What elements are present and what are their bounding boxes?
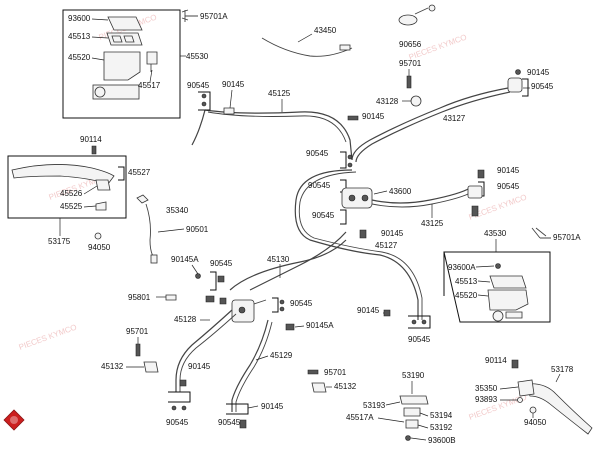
part-label-93600B: 93600B (428, 436, 456, 445)
part-label-95701: 95701 (399, 59, 422, 68)
part-label-45128: 45128 (174, 315, 197, 324)
part-label-53192: 53192 (430, 423, 453, 432)
part-label-90145A: 90145A (171, 255, 199, 264)
part-label-53178: 53178 (551, 365, 574, 374)
master-cylinder-box (62, 9, 181, 119)
part-label-90656: 90656 (399, 40, 422, 49)
part-label-53190: 53190 (402, 371, 425, 380)
part-label-90114: 90114 (485, 356, 507, 365)
part-label-35340: 35340 (166, 206, 189, 215)
part-label-90545: 90545 (312, 211, 335, 220)
part-label-43450: 43450 (314, 26, 337, 35)
part-label-45517: 45517 (138, 81, 161, 90)
junction-43600 (341, 187, 373, 209)
part-label-45129: 45129 (270, 351, 293, 360)
part-label-90145: 90145 (497, 166, 520, 175)
part-label-90145: 90145 (261, 402, 284, 411)
part-label-90545: 90545 (531, 82, 554, 91)
banjo-fitting-tr (507, 69, 530, 97)
part-label-35350: 35350 (475, 384, 498, 393)
part-label-95701A: 95701A (553, 233, 581, 242)
lever-box (7, 155, 127, 219)
part-label-90545: 90545 (187, 81, 210, 90)
part-label-45520: 45520 (68, 53, 91, 62)
part-label-53193: 53193 (363, 401, 386, 410)
ring-90656 (398, 4, 436, 26)
part-label-94050: 94050 (88, 243, 111, 252)
part-label-45517A: 45517A (346, 413, 374, 422)
part-label-90545: 90545 (306, 149, 329, 158)
part-label-45527: 45527 (128, 168, 151, 177)
part-label-95701A: 95701A (200, 12, 228, 21)
cable-43450 (261, 37, 353, 57)
part-label-90145: 90145 (222, 80, 245, 89)
part-label-90545: 90545 (166, 418, 189, 427)
part-label-90545: 90545 (218, 418, 241, 427)
part-label-90114: 90114 (80, 135, 102, 144)
part-label-43530: 43530 (484, 229, 507, 238)
hose-45127 (294, 169, 419, 320)
part-label-90545: 90545 (308, 181, 331, 190)
fitting-r (467, 185, 483, 199)
kymco-logo-icon (3, 409, 25, 431)
part-label-90545: 90545 (290, 299, 313, 308)
switch-35340 (136, 194, 158, 264)
part-label-90545: 90545 (497, 182, 520, 191)
clip-45132-b (311, 382, 327, 393)
part-label-43125: 43125 (421, 219, 444, 228)
part-label-94050: 94050 (524, 418, 547, 427)
part-label-53175: 53175 (48, 237, 71, 246)
grommet-43128 (410, 95, 422, 107)
clip-45132-l (143, 361, 159, 373)
hose-43125 (371, 187, 471, 204)
watermark-group: PIECES KYMCO PIECES KYMCO PIECES KYMCO P… (18, 13, 528, 422)
part-label-43600: 43600 (389, 187, 412, 196)
part-label-45530: 45530 (186, 52, 209, 61)
joint-block (231, 299, 267, 323)
part-label-90145: 90145 (357, 306, 380, 315)
part-label-90545: 90545 (408, 335, 431, 344)
clip-95701A-top (181, 9, 198, 22)
part-label-43127: 43127 (443, 114, 466, 123)
part-label-45520: 45520 (455, 291, 478, 300)
part-label-90145: 90145 (362, 112, 385, 121)
master-cylinder-assembly (92, 16, 158, 100)
part-label-45127: 45127 (375, 241, 398, 250)
part-label-45526: 45526 (60, 189, 83, 198)
hose-45129 (231, 319, 269, 412)
part-label-45132: 45132 (101, 362, 124, 371)
part-label-90145A: 90145A (306, 321, 334, 330)
lever-53178 (517, 379, 593, 435)
part-label-90545: 90545 (210, 259, 233, 268)
part-label-93600: 93600 (68, 14, 91, 23)
part-label-45513: 45513 (68, 32, 91, 41)
hose-45130-a (249, 231, 347, 291)
watermark-text: PIECES KYMCO (18, 323, 78, 352)
part-label-45513: 45513 (455, 277, 478, 286)
part-label-90145: 90145 (188, 362, 211, 371)
part-label-43128: 43128 (376, 97, 399, 106)
caliper-assembly-r (487, 275, 529, 322)
switch-53190 (399, 395, 429, 441)
part-label-45130: 45130 (267, 255, 290, 264)
part-label-45125: 45125 (268, 89, 291, 98)
part-label-53194: 53194 (430, 411, 453, 420)
part-label-90145: 90145 (527, 68, 550, 77)
hose-43127 (351, 87, 509, 161)
part-label-95701: 95701 (126, 327, 149, 336)
caliper-box (443, 251, 551, 323)
part-label-45132: 45132 (334, 382, 357, 391)
part-label-90501: 90501 (186, 225, 209, 234)
part-label-45525: 45525 (60, 202, 83, 211)
part-label-93600A: 93600A (448, 263, 476, 272)
part-label-95701: 95701 (324, 368, 347, 377)
part-label-90145: 90145 (381, 229, 404, 238)
part-label-95801: 95801 (128, 293, 151, 302)
hose-45128 (175, 309, 233, 392)
lever-53175 (11, 164, 115, 211)
part-label-93893: 93893 (475, 395, 498, 404)
